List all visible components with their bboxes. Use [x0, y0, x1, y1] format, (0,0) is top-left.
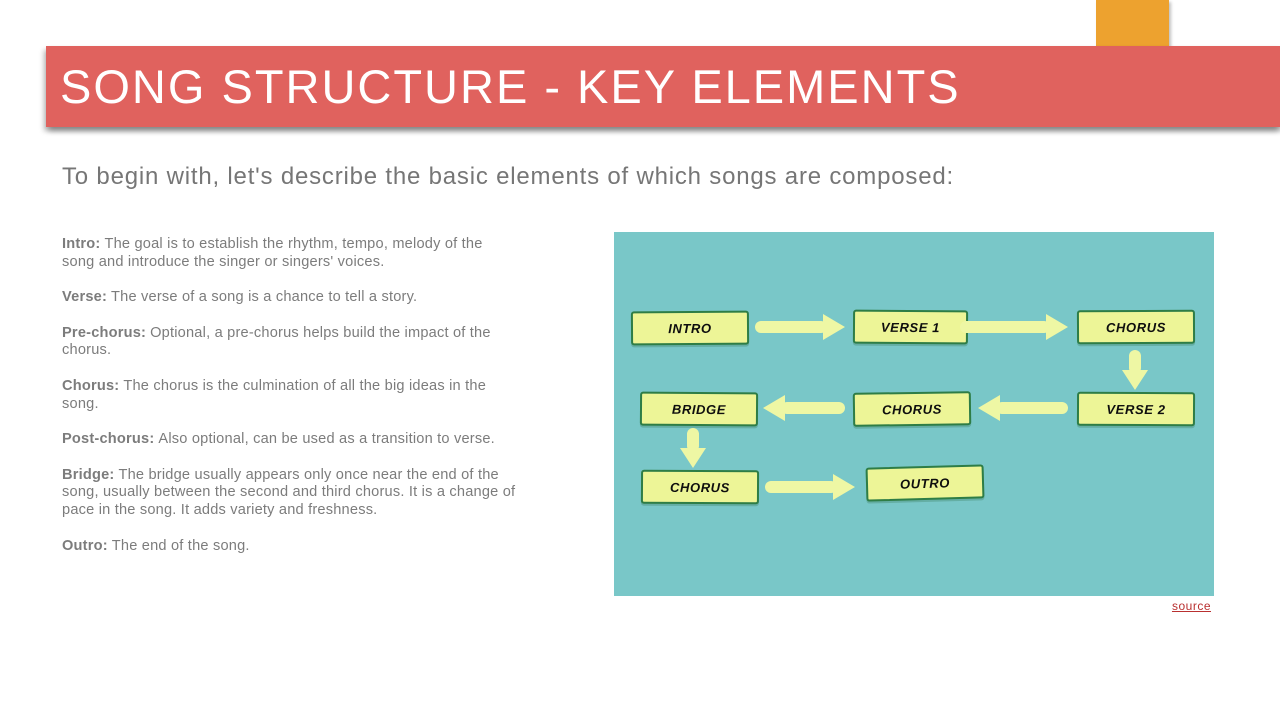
definition-term: Intro: — [62, 236, 101, 252]
source-link[interactable]: source — [1171, 599, 1211, 613]
definition-term: Verse: — [62, 289, 108, 306]
definition-pre-chorus: Pre-chorus:Optional, a pre-chorus helps … — [62, 325, 517, 360]
diagram-node-bridge: BRIDGE — [639, 391, 759, 427]
diagram-node-chorus-3: CHORUS — [640, 469, 760, 505]
definition-text: Optional, a pre-chorus helps build the i… — [62, 324, 491, 359]
arrow-right-icon — [755, 314, 845, 340]
definition-post-chorus: Post-chorus:Also optional, can be used a… — [62, 431, 517, 449]
arrow-right-icon — [960, 314, 1068, 340]
diagram-node-intro: INTRO — [630, 310, 750, 346]
diagram-node-verse-1: VERSE 1 — [852, 309, 969, 345]
diagram-node-verse-2: VERSE 2 — [1076, 391, 1196, 427]
arrow-down-icon — [1122, 350, 1148, 390]
arrow-down-icon — [680, 428, 706, 468]
definition-text: Also optional, can be used as a transiti… — [158, 431, 495, 448]
definitions-list: Intro:The goal is to establish the rhyth… — [62, 236, 517, 573]
slide-title: SONG STRUCTURE - KEY ELEMENTS — [60, 60, 961, 113]
definition-text: The goal is to establish the rhythm, tem… — [62, 236, 483, 270]
slide-subtitle: To begin with, let's describe the basic … — [62, 163, 954, 190]
definition-intro: Intro:The goal is to establish the rhyth… — [62, 236, 517, 271]
definition-term: Post-chorus: — [62, 431, 155, 448]
definition-text: The verse of a song is a chance to tell … — [111, 289, 418, 306]
definition-verse: Verse:The verse of a song is a chance to… — [62, 289, 517, 307]
definition-outro: Outro:The end of the song. — [62, 538, 517, 556]
definition-bridge: Bridge:The bridge usually appears only o… — [62, 467, 517, 520]
definition-term: Bridge: — [62, 466, 115, 483]
arrow-left-icon — [763, 395, 845, 421]
diagram-node-chorus-2: CHORUS — [852, 391, 972, 427]
title-bar: SONG STRUCTURE - KEY ELEMENTS — [46, 46, 1280, 127]
definition-term: Outro: — [62, 537, 108, 554]
definition-text: The end of the song. — [111, 537, 250, 554]
diagram-node-outro: OUTRO — [865, 464, 985, 502]
definition-text: The bridge usually appears only once nea… — [62, 466, 516, 518]
arrow-right-icon — [765, 474, 855, 500]
definition-chorus: Chorus:The chorus is the culmination of … — [62, 378, 517, 413]
definition-text: The chorus is the culmination of all the… — [62, 377, 487, 412]
accent-rectangle — [1096, 0, 1169, 46]
definition-term: Chorus: — [62, 377, 120, 394]
diagram-node-chorus-1: CHORUS — [1076, 309, 1196, 345]
song-structure-diagram: INTRO VERSE 1 CHORUS BRIDGE CHORUS VERSE… — [614, 232, 1214, 596]
arrow-left-icon — [978, 395, 1068, 421]
definition-term: Pre-chorus: — [62, 324, 147, 341]
